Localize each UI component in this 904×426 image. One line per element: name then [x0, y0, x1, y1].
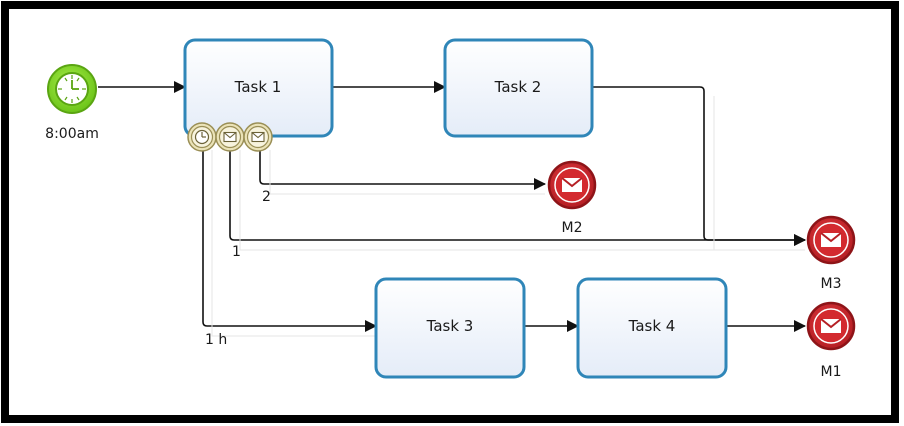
start-event[interactable]	[47, 64, 97, 114]
flow-msg2-to-m2	[259, 148, 546, 190]
flow-timer-to-task3	[202, 148, 377, 332]
sequence-flows	[98, 81, 806, 332]
clock-icon	[58, 75, 86, 103]
task-3[interactable]: Task 3	[374, 277, 526, 379]
envelope-icon	[820, 318, 842, 333]
start-event-label: 8:00am	[45, 126, 99, 142]
task-3-label: Task 3	[426, 317, 474, 335]
end-event-m1[interactable]	[806, 301, 856, 351]
task-4[interactable]: Task 4	[576, 277, 728, 379]
task-2[interactable]: Task 2	[443, 38, 594, 138]
boundary-timer-event[interactable]	[187, 122, 217, 152]
flow-label-timer: 1 h	[205, 332, 227, 348]
envelope-icon	[251, 131, 265, 143]
task-4-label: Task 4	[628, 317, 676, 335]
task-1-label: Task 1	[234, 78, 282, 96]
task-1[interactable]: Task 1	[183, 38, 334, 138]
boundary-message-event-1[interactable]	[215, 122, 245, 152]
end-event-m3[interactable]	[806, 215, 856, 265]
boundary-message-event-2[interactable]	[243, 122, 273, 152]
end-event-m3-label: M3	[821, 276, 842, 292]
end-event-m2[interactable]	[547, 160, 597, 210]
task-2-label: Task 2	[494, 78, 542, 96]
end-event-m2-label: M2	[562, 220, 583, 236]
clock-icon	[194, 129, 210, 145]
envelope-icon	[223, 131, 237, 143]
flow-msg1-to-m3	[229, 148, 806, 246]
envelope-icon	[820, 232, 842, 247]
flow-label-msg1: 1	[232, 244, 241, 260]
end-event-m1-label: M1	[821, 364, 842, 380]
flow-shadows	[211, 96, 805, 337]
envelope-icon	[561, 177, 583, 192]
flow-label-msg2: 2	[262, 189, 271, 205]
